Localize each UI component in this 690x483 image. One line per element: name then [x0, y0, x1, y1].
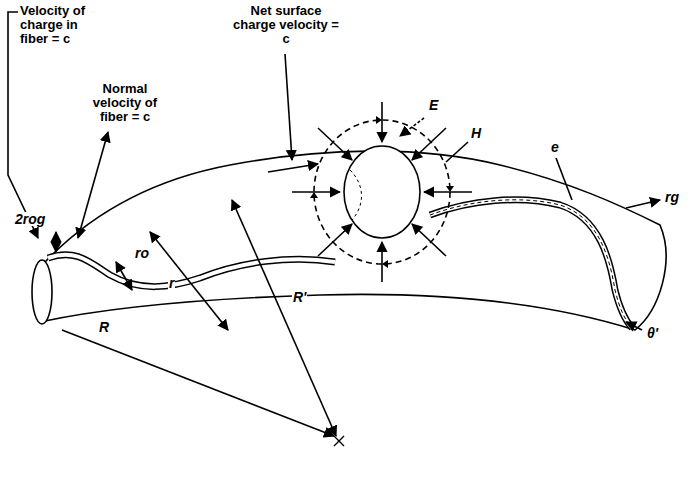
- E-leader: [400, 118, 424, 136]
- fiber-width-dim: [55, 232, 57, 252]
- surface-velocity-dir: [268, 164, 318, 172]
- dimension-label: ro: [134, 246, 150, 260]
- field-label: H: [470, 126, 482, 140]
- dimension-label: 2rog: [14, 212, 46, 226]
- r-dim: [150, 232, 228, 330]
- dimension-label: r: [168, 276, 175, 290]
- fiber-label: e: [550, 140, 560, 154]
- e-leader: [556, 158, 572, 200]
- rg-arrow: [626, 200, 660, 208]
- ro-dim: [116, 262, 132, 290]
- R-dim: [62, 330, 334, 436]
- velocity-note: Velocity of charge in fiber = c: [20, 4, 106, 46]
- dimension-label: rg: [664, 190, 680, 204]
- theta-arrow: [626, 322, 642, 330]
- tube-end: [32, 260, 52, 324]
- tube-cross-section: [344, 146, 420, 238]
- dimension-label: R': [292, 290, 307, 304]
- velocity-note: Normal velocity of fiber = c: [86, 82, 164, 124]
- helical-fiber: [48, 200, 632, 328]
- center-mark: [334, 436, 344, 446]
- e-field-arrows: [292, 102, 472, 282]
- H-leader: [446, 142, 468, 162]
- surface-velocity-arrow: [285, 54, 292, 160]
- angle-label: θ': [646, 326, 659, 340]
- R-prime-dim: [232, 200, 336, 436]
- field-label: E: [428, 98, 439, 112]
- normal-velocity-arrow: [78, 132, 108, 238]
- velocity-note: Net surface charge velocity = c: [230, 4, 342, 46]
- dimension-label: R: [98, 320, 110, 334]
- h-field-arrowheads: [310, 116, 454, 268]
- cross-section-shading: [350, 170, 362, 220]
